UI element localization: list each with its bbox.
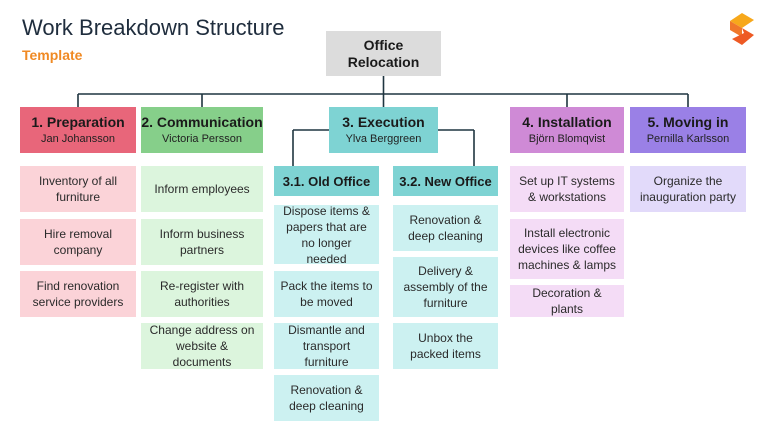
page-subtitle: Template [22,47,83,63]
task-card: Pack the items to be moved [274,271,379,317]
task-card: Find renovation service providers [20,271,136,317]
phase-title: 4. Installation [522,114,612,130]
root-node-office-relocation: Office Relocation [326,31,441,76]
phase-header-preparation: 1. Preparation Jan Johansson [20,107,136,153]
task-card: Change address on website & documents [141,323,263,369]
task-card: Delivery & assembly of the furniture [393,257,498,317]
root-node-label: Office Relocation [347,36,420,70]
task-card: Inform employees [141,166,263,212]
phase-title: 5. Moving in [647,114,729,130]
task-card: Install electronic devices like coffee m… [510,219,624,279]
phase-title: 3. Execution [342,114,425,130]
phase-header-execution: 3. Execution Ylva Berggreen [329,107,438,153]
task-card: Re-register with authorities [141,271,263,317]
phase-title: 2. Communication [141,114,263,130]
phase-title: 1. Preparation [31,114,125,130]
task-card: Inform business partners [141,219,263,265]
subgroup-header-new-office: 3.2. New Office [393,166,498,196]
phase-header-moving-in: 5. Moving in Pernilla Karlsson [630,107,746,153]
task-card: Dismantle and transport furniture [274,323,379,369]
task-card: Hire removal company [20,219,136,265]
page-title: Work Breakdown Structure [22,15,285,40]
phase-owner: Victoria Persson [162,133,242,145]
task-card: Inventory of all furniture [20,166,136,212]
phase-header-communication: 2. Communication Victoria Persson [141,107,263,153]
task-card: Decoration & plants [510,285,624,317]
task-card: Renovation & deep cleaning [393,205,498,251]
phase-owner: Björn Blomqvist [528,133,606,145]
phase-header-installation: 4. Installation Björn Blomqvist [510,107,624,153]
task-card: Renovation & deep cleaning [274,375,379,421]
brand-logo-icon [730,13,754,45]
subgroup-header-old-office: 3.1. Old Office [274,166,379,196]
task-card: Dispose items & papers that are no longe… [274,204,379,266]
task-card: Organize the inauguration party [630,166,746,212]
task-card: Set up IT systems & workstations [510,166,624,212]
phase-owner: Pernilla Karlsson [646,133,730,145]
task-card: Unbox the packed items [393,323,498,369]
phase-owner: Jan Johansson [41,133,115,145]
phase-owner: Ylva Berggreen [345,133,422,145]
